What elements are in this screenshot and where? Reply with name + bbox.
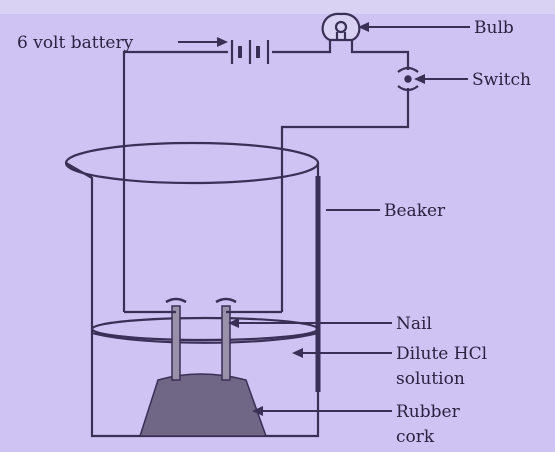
beaker-label: Beaker xyxy=(384,201,446,221)
label-leaders xyxy=(178,22,470,416)
cork-label-line2: cork xyxy=(396,427,435,447)
solution-label-line2: solution xyxy=(396,369,465,389)
nail-electrodes xyxy=(124,297,282,381)
bulb-label: Bulb xyxy=(474,18,514,38)
top-band xyxy=(0,0,555,14)
circuit-wires xyxy=(122,36,410,312)
battery-icon xyxy=(230,40,270,64)
solution-label-line1: Dilute HCl xyxy=(396,344,487,364)
switch-icon xyxy=(397,66,419,92)
battery-label: 6 volt battery xyxy=(17,33,134,53)
solution-surface xyxy=(90,316,320,344)
beaker xyxy=(64,141,321,438)
bulb-icon xyxy=(321,12,361,42)
cork-label-line1: Rubber xyxy=(396,402,461,422)
rubber-cork xyxy=(138,373,268,437)
nail-label: Nail xyxy=(396,314,432,334)
switch-label: Switch xyxy=(472,70,531,90)
